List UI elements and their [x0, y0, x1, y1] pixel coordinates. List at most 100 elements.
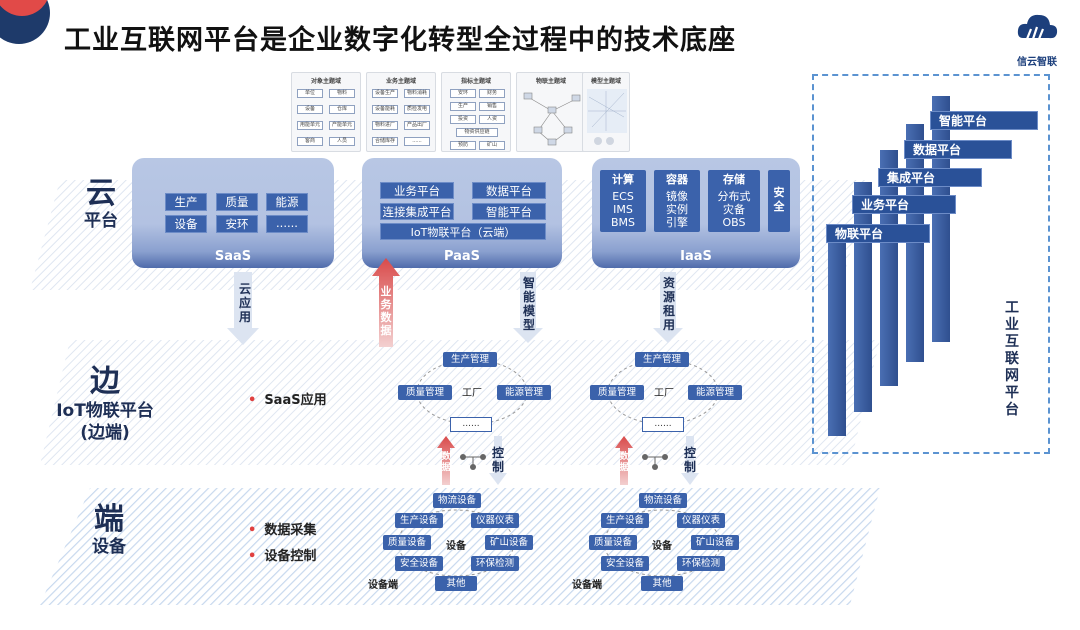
platform-stack-vertical-title: 工业互联网平台 — [1005, 300, 1019, 418]
thumbnail-business-domain: 业务主题域 设备生产 物料消耗 设备能耗 质检发电 物料进厂 产品出厂 合储库存… — [366, 72, 436, 152]
factory-node-production: 生产管理 — [635, 352, 689, 367]
thumbnail-cell: 物料进厂 — [372, 121, 398, 130]
paas-item-ai-platform: 智能平台 — [472, 203, 546, 220]
thumbnail-title: 指标主题域 — [460, 78, 491, 85]
biz-data-label: 业务数据 — [380, 285, 392, 337]
saas-panel: 生产 质量 能源 设备 安环 ...... SaaS — [132, 158, 334, 268]
cloud-layer-label: 云 — [86, 176, 116, 211]
device-layer-sublabel: 设备 — [92, 537, 126, 557]
thumbnail-cell: 客商 — [297, 137, 323, 146]
device-cluster-label: 设备端 — [368, 580, 398, 591]
thumbnail-cell: 单位 — [297, 89, 323, 98]
platform-stack-frame — [812, 74, 1050, 454]
resource-rent-arrow — [653, 272, 683, 343]
iaas-storage-item: 分布式 — [717, 190, 751, 203]
factory-center: 工厂 — [654, 388, 674, 399]
stack-bar-business — [854, 182, 872, 412]
stack-label-data-platform: 数据平台 — [904, 140, 1012, 159]
iaas-container-item: 引擎 — [666, 216, 688, 229]
stack-bar-iot — [828, 230, 846, 436]
saas-item-quality: 质量 — [216, 193, 258, 211]
device-node-mining: 矿山设备 — [485, 535, 533, 550]
edge-layer-plane — [40, 340, 880, 465]
thumbnail-cell: ...... — [404, 137, 430, 146]
control-down-arrow — [489, 436, 507, 485]
iaas-container-item: 镜像 — [666, 190, 688, 203]
paas-item-integration-platform: 连接集成平台 — [380, 203, 454, 220]
thumbnail-model-domain: 模型主题域 — [582, 72, 630, 152]
thumbnail-title: 对象主题域 — [310, 78, 341, 85]
paas-item-data-platform: 数据平台 — [472, 182, 546, 199]
thumbnail-cell: 销售 — [479, 102, 505, 111]
factory-node-production: 生产管理 — [443, 352, 497, 367]
device-node-quality: 质量设备 — [589, 535, 637, 550]
factory-node-quality: 质量管理 — [398, 385, 452, 400]
factory-node-quality: 质量管理 — [590, 385, 644, 400]
model-graph-icon — [587, 89, 627, 145]
brand-logo: 信云智联 — [1008, 8, 1066, 68]
thumbnail-object-domain: 对象主题域 单位 物料 设备 仓库 用能单元 产能单元 客商 人员 — [291, 72, 361, 152]
factory-node-energy: 能源管理 — [688, 385, 742, 400]
iaas-compute: 计算 ECS IMS BMS — [600, 170, 646, 232]
stack-label-iot-platform: 物联平台 — [826, 224, 930, 243]
thumbnail-cell: 设备 — [297, 105, 323, 114]
device-node-logistics: 物流设备 — [433, 493, 481, 508]
paas-item-business-platform: 业务平台 — [380, 182, 454, 199]
device-center: 设备 — [652, 541, 672, 552]
device-bullet-text: 数据采集 — [264, 523, 317, 538]
device-node-production: 生产设备 — [601, 513, 649, 528]
thumbnail-cell: 矿山 — [479, 141, 505, 150]
thumbnail-cell: 人资 — [479, 115, 505, 124]
thumbnail-cell: 投资 — [450, 115, 476, 124]
paas-panel: 业务平台 数据平台 连接集成平台 智能平台 IoT物联平台（云端） PaaS — [362, 158, 562, 268]
iaas-compute-item: BMS — [610, 216, 636, 229]
iaas-security-head: 安全 — [773, 186, 785, 213]
iaas-container-head: 容器 — [666, 173, 688, 186]
device-node-instrument: 仪器仪表 — [677, 513, 725, 528]
biz-data-arrow — [372, 258, 400, 347]
stack-label-integration-platform: 集成平台 — [878, 168, 982, 187]
page-title: 工业互联网平台是企业数字化转型全过程中的技术底座 — [64, 25, 736, 56]
thumbnail-cell: 财务 — [479, 89, 505, 98]
device-node-logistics: 物流设备 — [639, 493, 687, 508]
factory-node-energy: 能源管理 — [497, 385, 551, 400]
thumbnail-cell: 产能单元 — [329, 121, 355, 130]
edge-layer-sublabel: IoT物联平台 — [56, 401, 154, 421]
device-cluster-label: 设备端 — [572, 580, 602, 591]
logo-text: 信云智联 — [1017, 57, 1057, 68]
thumbnail-cell: 产品出厂 — [404, 121, 430, 130]
control-label: 控制 — [491, 446, 504, 474]
iaas-container-item: 实例 — [666, 203, 688, 216]
iaas-compute-head: 计算 — [612, 173, 634, 186]
thumbnail-cell: 物料消耗 — [404, 89, 430, 98]
device-node-env: 环保检测 — [471, 556, 519, 571]
thumbnail-indicator-domain: 指标主题域 安环 财务 生产 销售 投资 人资 物资供应链 预防 矿山 — [441, 72, 511, 152]
control-down-arrow — [681, 436, 699, 485]
thumbnail-title: 业务主题域 — [385, 78, 416, 85]
iot-graph-icon — [523, 92, 581, 146]
factory-node-more: ...... — [450, 417, 492, 432]
edge-bullet-saas: •SaaS应用 — [248, 393, 327, 408]
saas-item-more: ...... — [266, 215, 308, 233]
resource-rent-label: 资源租用 — [662, 276, 675, 332]
saas-footer: SaaS — [214, 249, 252, 264]
data-up-arrow — [615, 436, 633, 485]
edge-layer-label: 边 — [90, 364, 120, 399]
thumbnail-title: 模型主题域 — [590, 78, 621, 85]
data-up-arrow — [437, 436, 455, 485]
device-node-other: 其他 — [435, 576, 477, 591]
stack-label-ai-platform: 智能平台 — [930, 111, 1038, 130]
thumbnail-cell: 仓库 — [329, 105, 355, 114]
device-bullet-control: •设备控制 — [248, 549, 317, 564]
device-node-other: 其他 — [641, 576, 683, 591]
control-label: 控制 — [683, 446, 696, 474]
iaas-compute-item: ECS — [612, 190, 634, 203]
paas-item-iot-cloud: IoT物联平台（云端） — [380, 223, 546, 240]
edge-bullet-text: SaaS应用 — [264, 393, 327, 408]
iaas-storage-head: 存储 — [723, 173, 745, 186]
saas-item-energy: 能源 — [266, 193, 308, 211]
saas-item-equipment: 设备 — [165, 215, 207, 233]
iaas-storage-item: OBS — [722, 216, 746, 229]
device-layer-label: 端 — [94, 502, 124, 537]
cloud-logo-icon — [1017, 14, 1058, 40]
